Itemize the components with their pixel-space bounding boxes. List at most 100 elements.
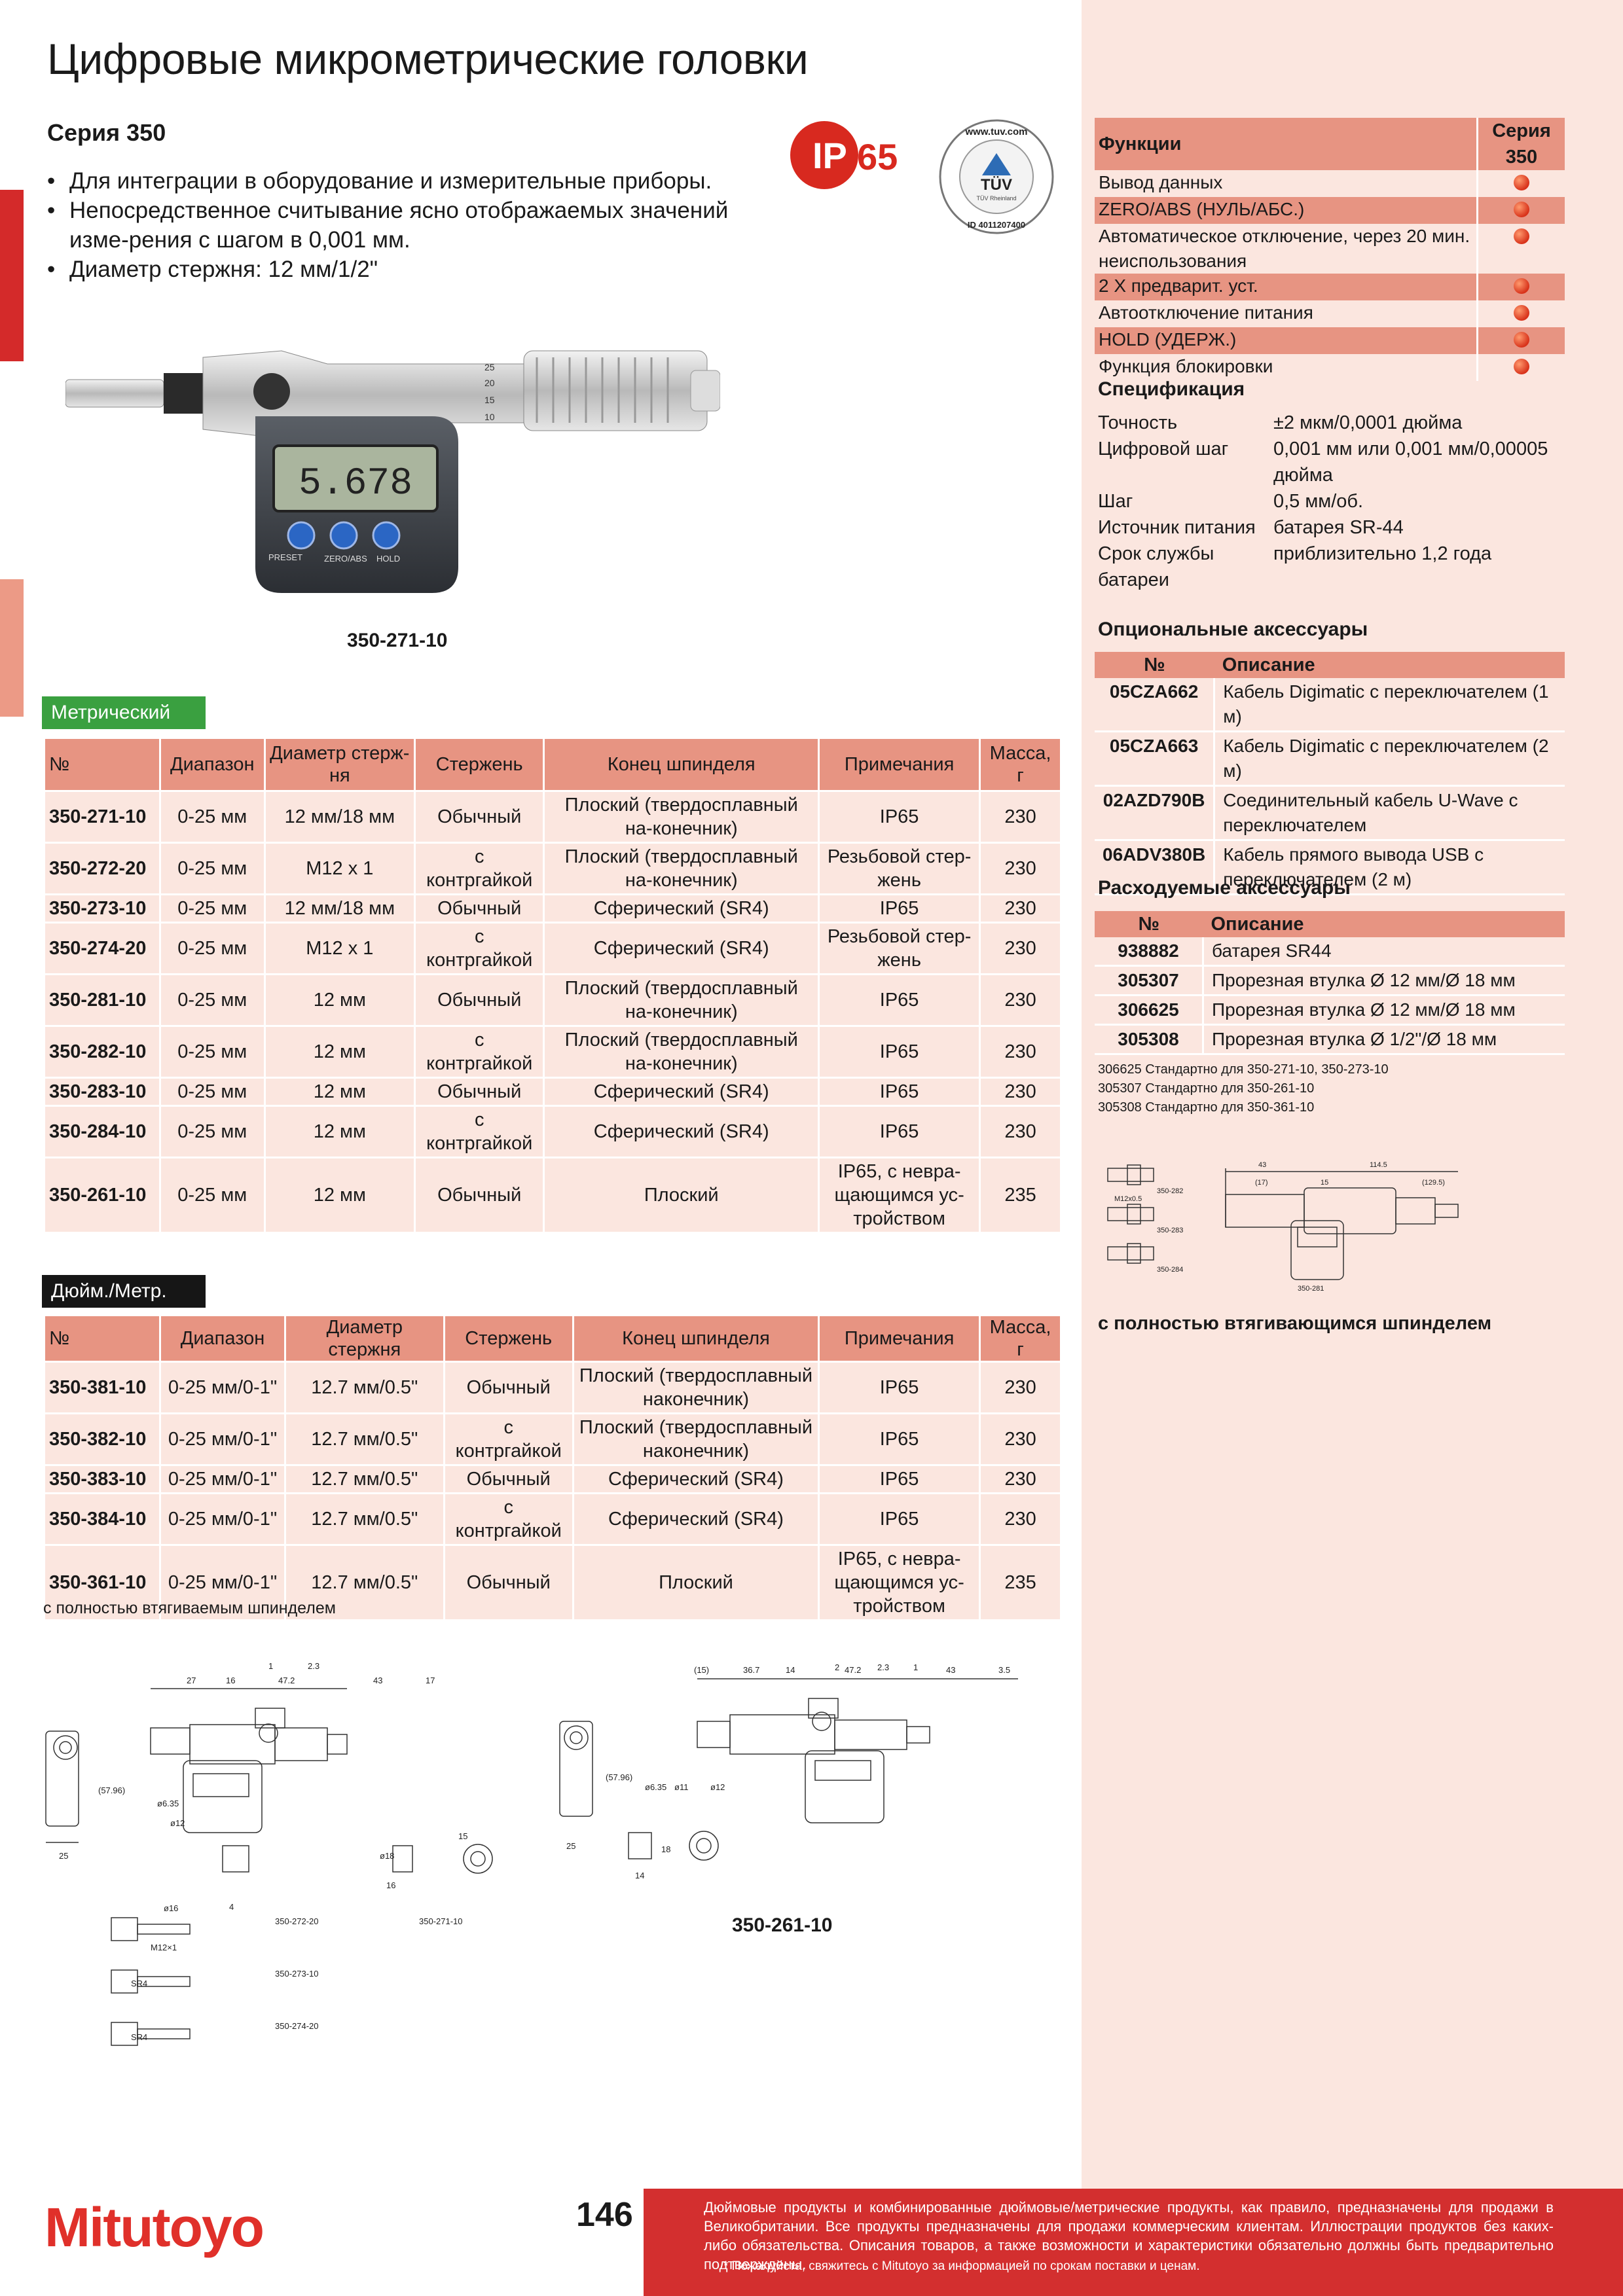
footer-disclaimer: Дюймовые продукты и комбинированные дюйм…	[704, 2199, 1554, 2272]
table-cell: 230	[981, 1079, 1060, 1105]
spec-key: Источник питания	[1098, 517, 1256, 538]
consumable-note: 305308 Стандартно для 350-361-10	[1098, 1100, 1315, 1115]
svg-text:350-271-10: 350-271-10	[419, 1916, 463, 1926]
tuv-id: ID 4011207400	[968, 220, 1025, 230]
table-cell: Сферический (SR4)	[545, 895, 818, 922]
page-number: 146	[576, 2196, 633, 2234]
accessory-code: 05CZA663	[1095, 731, 1216, 787]
spec-value: ±2 мкм/0,0001 дюйма	[1273, 412, 1463, 433]
svg-text:27: 27	[187, 1676, 196, 1685]
table-cell: IP65	[820, 975, 979, 1025]
col-header: №	[45, 1316, 159, 1361]
spec-value: приблизительно 1,2 года	[1273, 543, 1492, 564]
table-cell: IP65, с невра-щающимся ус-тройством	[820, 1546, 979, 1619]
col-header: №	[45, 739, 159, 790]
feature-label: Функция блокировки	[1099, 356, 1273, 376]
svg-text:(129.5): (129.5)	[1422, 1179, 1445, 1187]
table-cell: Обычный	[415, 1158, 543, 1232]
svg-text:ø16: ø16	[164, 1903, 178, 1913]
accessory-code: 306625	[1095, 995, 1204, 1026]
feature-row: ZERO/ABS (НУЛЬ/АБС.)	[1095, 197, 1565, 224]
accessory-description: Соединительный кабель U-Wave с переключа…	[1214, 785, 1565, 841]
col-header: Стержень	[445, 1316, 572, 1361]
product-caption: 350-271-10	[347, 630, 448, 651]
table-cell: M12 x 1	[265, 844, 414, 893]
col-header: №	[1095, 652, 1214, 678]
svg-text:M12x0.5: M12x0.5	[1114, 1195, 1142, 1203]
svg-text:3.5: 3.5	[998, 1665, 1010, 1675]
accessory-description: Прорезная втулка Ø 12 мм/Ø 18 мм	[1203, 995, 1565, 1026]
mitutoyo-logo: Mitutoyo	[45, 2197, 264, 2258]
svg-text:(17): (17)	[1255, 1179, 1268, 1187]
table-cell: IP65	[820, 1107, 979, 1157]
table-cell: 12.7 мм/0.5"	[286, 1363, 443, 1412]
ip-number: 65	[857, 136, 898, 177]
feature-bullets: Для интеграции в оборудование и измерите…	[47, 166, 754, 284]
metric-table: № Диапазон Диаметр стерж-ня Стержень Кон…	[43, 737, 1062, 1234]
accessory-code: 02AZD790B	[1095, 785, 1216, 841]
col-header: Диаметр стержня	[286, 1316, 443, 1361]
table-cell: с контргайкой	[415, 844, 543, 893]
table-cell: IP65, с невра-щающимся ус-тройством	[820, 1158, 979, 1232]
table-cell: Сферический (SR4)	[574, 1494, 818, 1544]
accessory-description: батарея SR44	[1203, 937, 1565, 967]
inch-section-tag: Дюйм./Метр.	[42, 1275, 206, 1308]
ip-text: IP	[812, 135, 847, 176]
table-cell: 230	[981, 844, 1060, 893]
spec-key: Шаг	[1098, 491, 1133, 512]
table-cell: 0-25 мм	[160, 792, 264, 842]
svg-text:15: 15	[1321, 1179, 1328, 1187]
col-header: Конец шпинделя	[545, 739, 818, 790]
svg-text:47.2: 47.2	[845, 1665, 861, 1675]
metric-section-tag: Метрический	[42, 696, 206, 729]
accessory-description: Прорезная втулка Ø 12 мм/Ø 18 мм	[1203, 965, 1565, 996]
svg-text:1: 1	[268, 1662, 273, 1671]
svg-text:16: 16	[226, 1676, 235, 1685]
table-cell: IP65	[820, 895, 979, 922]
table-cell: 12.7 мм/0.5"	[286, 1466, 443, 1492]
table-cell: Плоский	[545, 1158, 818, 1232]
table-cell: 350-381-10	[45, 1363, 159, 1412]
svg-text:2: 2	[835, 1662, 839, 1672]
table-cell: 12 мм/18 мм	[265, 792, 414, 842]
table-cell: Обычный	[445, 1466, 572, 1492]
col-header: Конец шпинделя	[574, 1316, 818, 1361]
accessory-code: 938882	[1095, 937, 1204, 967]
table-cell: Обычный	[415, 895, 543, 922]
svg-text:ø6.35: ø6.35	[157, 1799, 179, 1808]
features-series-header: Серия 350	[1476, 118, 1565, 170]
table-cell: Резьбовой стер-жень	[820, 924, 979, 973]
svg-text:43: 43	[946, 1665, 955, 1675]
table-cell: Сферический (SR4)	[545, 924, 818, 973]
lcd-display-value: 5.678	[299, 463, 412, 505]
table-cell: IP65	[820, 1079, 979, 1105]
table-cell: 0-25 мм/0-1"	[160, 1546, 285, 1619]
svg-text:(57.96): (57.96)	[606, 1772, 632, 1782]
svg-text:14: 14	[786, 1665, 795, 1675]
svg-text:36.7: 36.7	[743, 1665, 759, 1675]
features-header: Функции	[1095, 118, 1478, 170]
table-cell: 0-25 мм/0-1"	[160, 1363, 285, 1412]
retractable-spindle-drawing: 350-282 350-283 350-284 350-281 M12x0.5 …	[1107, 1161, 1459, 1293]
table-cell: 0-25 мм	[160, 1079, 264, 1105]
feature-label: ZERO/ABS (НУЛЬ/АБС.)	[1095, 197, 1478, 224]
table-cell: 0-25 мм/0-1"	[160, 1466, 285, 1492]
micrometer-head-photo: 25 20 15 10 5.678 PRESET ZERO/ABS HOLD	[65, 350, 720, 593]
table-cell: Плоский (твердосплавный на-конечник)	[545, 975, 818, 1025]
table-cell: 350-383-10	[45, 1466, 159, 1492]
table-cell: 0-25 мм	[160, 844, 264, 893]
table-cell: 350-283-10	[45, 1079, 159, 1105]
feature-label: Автоотключение питания	[1099, 302, 1313, 323]
col-header: Примечания	[820, 1316, 979, 1361]
svg-text:15: 15	[458, 1831, 467, 1841]
